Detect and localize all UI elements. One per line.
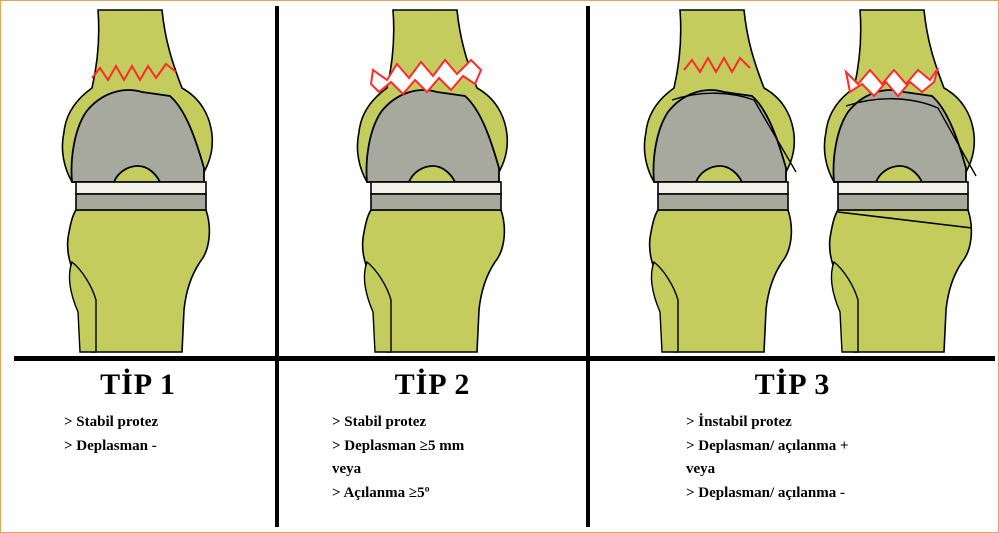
type3-criterion: veya	[686, 458, 849, 482]
type3-title: TİP 3	[590, 368, 995, 402]
type1-title: TİP 1	[0, 368, 276, 402]
type3-criterion: > Deplasman/ açılanma -	[686, 482, 849, 506]
type3-criterion: > İnstabil protez	[686, 411, 849, 435]
type1-criteria-list: > Stabil protez > Deplasman -	[64, 411, 158, 458]
horizontal-divider	[14, 356, 995, 361]
type1-criterion: > Stabil protez	[64, 411, 158, 435]
type3-knee-icon-a	[644, 10, 796, 352]
type2-knee-icon	[357, 10, 507, 352]
type2-title: TİP 2	[279, 368, 586, 402]
type3-criteria-list: > İnstabil protez > Deplasman/ açılanma …	[686, 411, 849, 505]
type3-criterion: > Deplasman/ açılanma +	[686, 435, 849, 459]
type2-criterion: > Açılanma ≥5º	[332, 482, 464, 506]
type2-criteria-list: > Stabil protez > Deplasman ≥5 mm veya >…	[332, 411, 464, 505]
type2-criterion: > Stabil protez	[332, 411, 464, 435]
divider-2	[586, 6, 590, 527]
type2-criterion: veya	[332, 458, 464, 482]
type3-knee-icon-b	[824, 10, 976, 352]
type1-knee-icon	[62, 10, 212, 352]
divider-1	[275, 6, 279, 527]
type1-criterion: > Deplasman -	[64, 435, 158, 459]
type2-criterion: > Deplasman ≥5 mm	[332, 435, 464, 459]
